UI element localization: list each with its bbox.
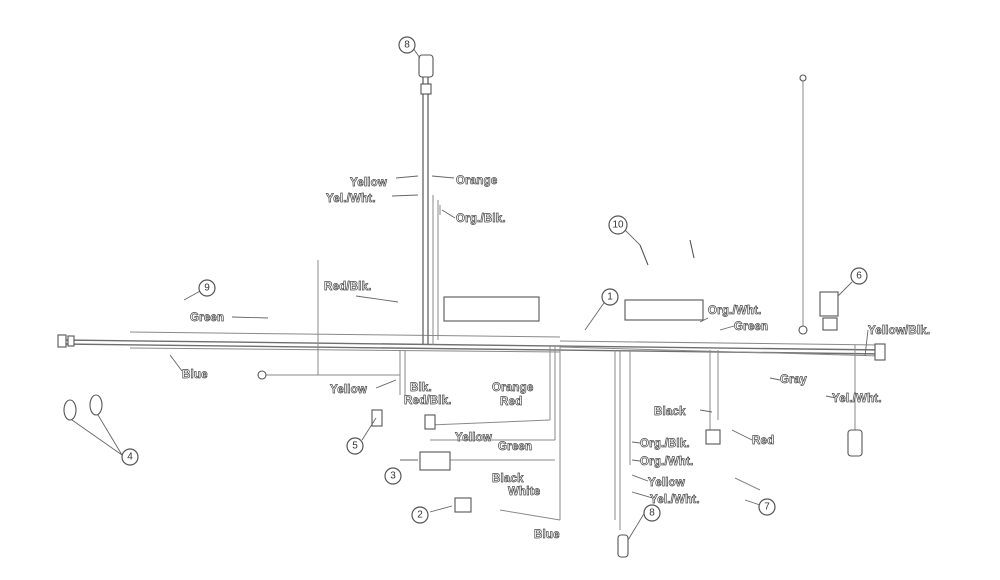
right-vertical-lead: [798, 74, 808, 335]
right-drop-harness: [614, 291, 863, 558]
callout-markers: 1 2 3 4 5 6 7 8: [121, 36, 868, 524]
label-green-left: Green: [190, 312, 224, 324]
ring-terminal-icon: [799, 74, 807, 82]
callout-4: 4: [121, 448, 139, 466]
label-org-wht-low: Org./Wht.: [640, 456, 694, 468]
callout-1: 1: [601, 288, 619, 306]
callout-9: 9: [198, 279, 216, 297]
label-yellow-mid: Yellow: [330, 384, 367, 396]
label-yellow-blk-right: Yellow/Blk.: [868, 325, 930, 337]
label-yellow-center: Yellow: [455, 432, 492, 444]
label-yellow-top: Yellow: [350, 177, 387, 189]
clip-bracket: [624, 299, 704, 321]
svg-text:8: 8: [404, 40, 410, 51]
label-yel-wht-right: Yel./Wht.: [832, 393, 882, 405]
label-blue-bottom: Blue: [534, 529, 560, 541]
label-black-center: Black: [492, 473, 524, 485]
callout-8-bottom: 8: [643, 504, 661, 522]
clip-bracket: [443, 296, 540, 322]
diode-connector: [454, 497, 472, 513]
svg-text:6: 6: [856, 271, 862, 282]
label-yel-wht-top: Yel./Wht.: [326, 193, 376, 205]
label-green-center: Green: [498, 441, 532, 453]
callout-10: 10: [608, 215, 628, 235]
callout-6: 6: [850, 267, 868, 285]
inline-fuse-icon: [371, 409, 383, 427]
label-red-mid: Red: [500, 396, 522, 408]
svg-text:3: 3: [390, 471, 396, 482]
trunk-end-connector: [57, 334, 67, 348]
leader-lines: [71, 47, 869, 541]
label-orange-top: Orange: [456, 175, 497, 187]
label-red-blk-mid: Red/Blk.: [404, 395, 452, 407]
label-blue-left: Blue: [182, 369, 208, 381]
label-red-blk-left: Red/Blk.: [324, 281, 372, 293]
wire-labels: Yellow Orange Yel./Wht. Org./Blk. Red/Bl…: [182, 175, 931, 542]
switch-body: [419, 451, 451, 471]
svg-text:2: 2: [417, 510, 423, 521]
label-orange-mid: Orange: [492, 382, 533, 394]
key-switch-body: [819, 291, 839, 317]
label-yellow-low: Yellow: [648, 477, 685, 489]
label-org-blk-low: Org./Blk.: [640, 438, 690, 450]
label-org-blk-top: Org./Blk.: [456, 213, 506, 225]
trunk-right-connector: [874, 343, 886, 361]
svg-text:8: 8: [649, 508, 655, 519]
label-yel-wht-low: Yel./Wht.: [650, 494, 700, 506]
main-harness-trunk: [57, 331, 886, 361]
label-red-right: Red: [752, 435, 774, 447]
callout-2: 2: [411, 506, 429, 524]
label-green-right: Green: [734, 321, 768, 333]
svg-text:5: 5: [352, 441, 358, 452]
top-plug-terminal: [420, 83, 432, 95]
bulb-icon: [89, 394, 103, 416]
label-org-wht-right: Org./Wht.: [708, 305, 762, 317]
relay-connector: [705, 429, 721, 445]
vertical-riser-harness: [418, 54, 441, 345]
bottom-plug-connector: [617, 534, 629, 558]
connector-block: [424, 414, 436, 430]
svg-text:7: 7: [764, 502, 770, 513]
ring-terminal-icon: [257, 370, 267, 380]
key-switch-base: [822, 317, 838, 331]
callout-8-top: 8: [398, 36, 416, 54]
svg-text:9: 9: [204, 283, 210, 294]
label-blk-mid: Blk.: [410, 382, 432, 394]
left-thin-lead: [257, 260, 400, 380]
safety-switch: [847, 429, 863, 457]
svg-text:10: 10: [612, 220, 624, 231]
top-plug-connector: [418, 54, 434, 78]
tie-wrap: [689, 239, 695, 259]
bulb-icon: [63, 399, 77, 421]
label-white-center: White: [508, 486, 540, 498]
tie-wrap: [639, 244, 649, 266]
callout-7: 7: [758, 498, 776, 516]
label-black-right: Black: [654, 406, 686, 418]
center-drop-harness: [371, 345, 561, 521]
label-gray-right: Gray: [780, 374, 807, 386]
callout-5: 5: [346, 437, 364, 455]
svg-text:1: 1: [607, 292, 613, 303]
ring-terminal-icon: [798, 325, 808, 335]
loose-parts: [63, 239, 761, 513]
svg-text:4: 4: [127, 452, 133, 463]
callout-3: 3: [384, 467, 402, 485]
